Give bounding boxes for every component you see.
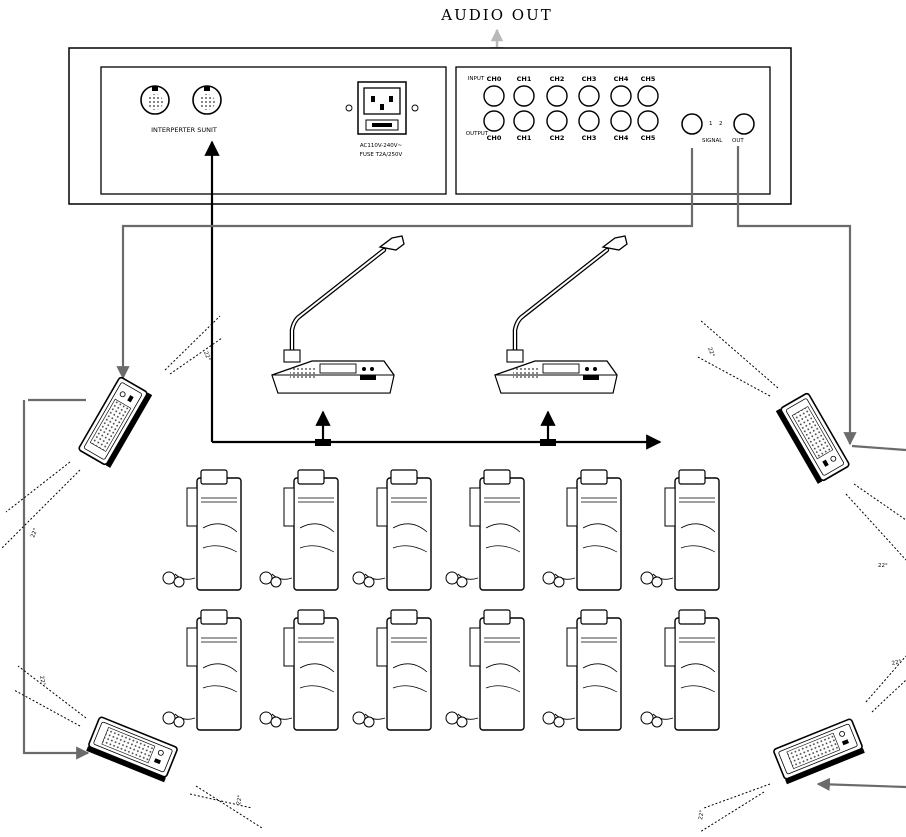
- input-channel-label: CH1: [517, 75, 532, 83]
- input-channel-label: CH5: [641, 75, 656, 83]
- input-channel-label: CH3: [582, 75, 597, 83]
- output-channel-label: CH3: [582, 134, 597, 142]
- output-channel-label: CH5: [641, 134, 656, 142]
- input-channel-label: CH4: [614, 75, 629, 83]
- port-number-1: 1: [709, 121, 713, 127]
- input-channel-jack[interactable]: [579, 86, 599, 106]
- audio-out-label: AUDIO OUT: [440, 6, 552, 24]
- power-label-2: FUSE T2A/250V: [360, 152, 403, 158]
- receiver-unit: [446, 610, 524, 730]
- interpreter-socket-icon: [193, 86, 221, 114]
- output-channel-jack[interactable]: [611, 111, 631, 131]
- receiver-unit: [260, 610, 338, 730]
- angle-label: 22°: [30, 527, 39, 538]
- input-channel-label: CH2: [550, 75, 565, 83]
- output-channel-label: CH0: [487, 134, 502, 142]
- output-channel-jack[interactable]: [484, 111, 504, 131]
- out-label: OUT: [732, 138, 744, 144]
- output-channel-label: CH1: [517, 134, 532, 142]
- angle-label: 22°: [878, 563, 888, 569]
- receiver-unit: [353, 610, 431, 730]
- interpreter-socket-icon: [141, 86, 169, 114]
- output-channel-jack[interactable]: [547, 111, 567, 131]
- angle-label: 22°: [202, 351, 211, 362]
- output-channel-jack[interactable]: [638, 111, 658, 131]
- output-channel-jack[interactable]: [579, 111, 599, 131]
- input-channel-jack[interactable]: [638, 86, 658, 106]
- angle-label: 22°: [706, 347, 715, 358]
- receiver-unit: [353, 470, 431, 590]
- radiator-bottom-left: [86, 716, 178, 782]
- angle-label: 22°: [236, 794, 244, 805]
- input-channel-jack[interactable]: [611, 86, 631, 106]
- receiver-unit: [163, 470, 241, 590]
- chairman-unit-1: [272, 236, 404, 393]
- out-jack[interactable]: [734, 114, 754, 134]
- signal-jack[interactable]: [682, 114, 702, 134]
- power-label-1: AC110V-240V~: [360, 143, 403, 149]
- interpreter-label: INTERPERTER SUNIT: [151, 126, 217, 134]
- receiver-unit: [641, 470, 719, 590]
- input-channel-jack[interactable]: [547, 86, 567, 106]
- signal-label: SIGNAL: [702, 138, 723, 144]
- delegate-unit-2: [495, 236, 627, 393]
- radiator-top-left: [78, 377, 152, 468]
- output-channel-label: CH4: [614, 134, 629, 142]
- receiver-unit: [163, 610, 241, 730]
- input-channel-label: CH0: [487, 75, 502, 83]
- input-channel-jack[interactable]: [484, 86, 504, 106]
- receiver-unit: [446, 470, 524, 590]
- input-label: INPUT: [468, 76, 485, 82]
- angle-label: 22°: [698, 809, 706, 820]
- input-channel-jack[interactable]: [514, 86, 534, 106]
- angle-label: 22°: [891, 659, 902, 667]
- output-channel-jack[interactable]: [514, 111, 534, 131]
- receiver-unit: [543, 610, 621, 730]
- port-number-2: 2: [719, 121, 723, 127]
- radiator-bottom-right: [773, 718, 865, 784]
- receiver-unit: [260, 470, 338, 590]
- output-label: OUTPUT: [466, 131, 489, 137]
- receiver-unit: [543, 470, 621, 590]
- angle-label: 22°: [38, 675, 46, 686]
- radiator-top-right: [776, 393, 850, 484]
- receiver-unit: [641, 610, 719, 730]
- output-channel-label: CH2: [550, 134, 565, 142]
